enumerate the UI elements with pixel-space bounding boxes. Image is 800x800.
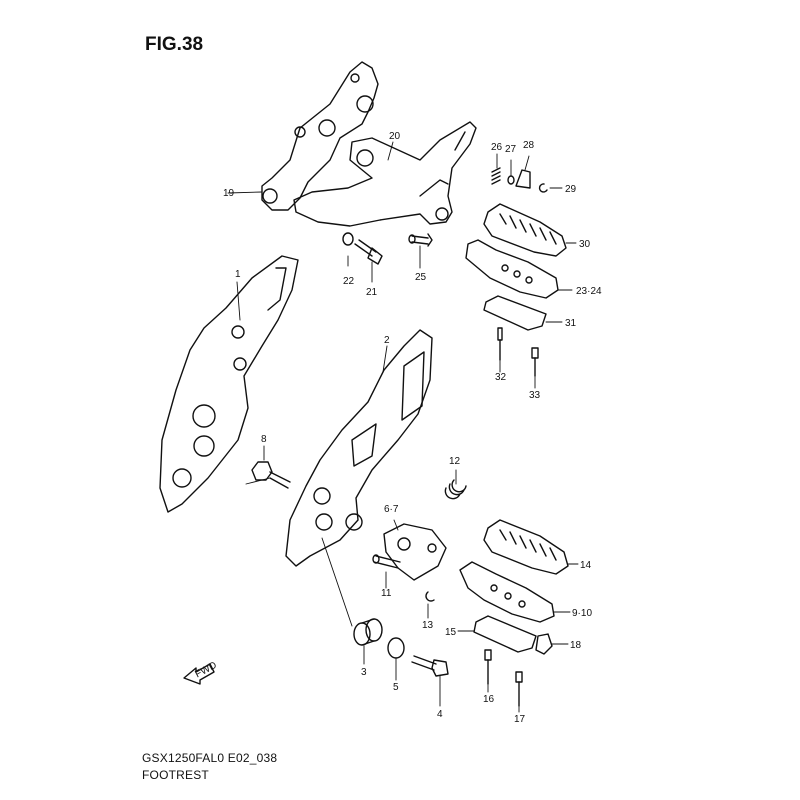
callout-19: 19 — [223, 188, 235, 199]
part-13-clip — [425, 591, 435, 602]
part-4-bolt — [411, 655, 449, 677]
part-25-pin — [408, 233, 433, 247]
caption-name: FOOTREST — [142, 768, 209, 782]
part-17-bolt — [515, 671, 523, 707]
part-22-washer — [342, 232, 354, 246]
callout-labels: 1 2 3 4 5 6·7 8 9·10 11 12 13 14 15 16 1… — [223, 131, 602, 725]
part-14-footpeg-rubber — [483, 519, 569, 575]
callout-14: 14 — [580, 560, 592, 571]
callout-2: 2 — [384, 335, 390, 346]
callout-17: 17 — [514, 714, 526, 725]
callout-11: 11 — [381, 588, 392, 599]
callout-28: 28 — [523, 140, 535, 151]
callout-26: 26 — [491, 142, 503, 153]
part-6-7-bracket — [383, 523, 447, 581]
callout-30: 30 — [579, 239, 591, 250]
part-30-footpeg-rubber — [483, 203, 567, 257]
part-23-24-footpeg — [465, 239, 559, 299]
callout-32: 32 — [495, 372, 507, 383]
part-20-bracket — [293, 121, 477, 227]
part-31-plate — [483, 295, 547, 331]
callout-4: 4 — [437, 709, 443, 720]
part-26-spring — [491, 167, 501, 185]
callout-20: 20 — [389, 131, 401, 142]
callout-1: 1 — [235, 269, 241, 280]
callout-9-10: 9·10 — [572, 608, 592, 619]
part-29-clip — [538, 183, 548, 193]
part-1-footrest-plate — [159, 255, 299, 513]
callout-21: 21 — [366, 287, 378, 298]
part-11-pin — [372, 554, 401, 569]
part-3-collar — [353, 618, 383, 646]
callout-18: 18 — [570, 640, 582, 651]
callout-3: 3 — [361, 667, 367, 678]
caption-code: GSX1250FAL0 E02_038 — [142, 751, 278, 765]
callout-22: 22 — [343, 276, 355, 287]
part-33-bolt — [531, 347, 539, 377]
part-18-nut — [535, 633, 553, 655]
fwd-arrow-icon — [183, 663, 215, 685]
part-2-footrest-plate — [285, 329, 433, 567]
part-12-spring — [444, 479, 467, 500]
part-21-bolt — [354, 239, 383, 265]
part-28-plate — [515, 169, 531, 189]
callout-8: 8 — [261, 434, 267, 445]
part-19-bracket — [261, 61, 379, 211]
callout-27: 27 — [505, 144, 517, 155]
callout-31: 31 — [565, 318, 577, 329]
leader-lines — [227, 141, 579, 713]
figure-title: FIG.38 — [145, 34, 204, 55]
callout-13: 13 — [422, 620, 434, 631]
part-32-bolt — [497, 327, 503, 361]
part-15-plate — [473, 615, 537, 653]
callout-16: 16 — [483, 694, 495, 705]
callout-25: 25 — [415, 272, 427, 283]
part-5-washer — [387, 637, 405, 659]
part-16-bolt — [484, 649, 492, 685]
part-8-bolt — [251, 461, 291, 489]
part-27-washer — [507, 175, 515, 185]
callout-23-24: 23·24 — [576, 286, 602, 297]
callout-29: 29 — [565, 184, 577, 195]
callout-12: 12 — [449, 456, 461, 467]
callout-6-7: 6·7 — [384, 504, 399, 515]
callout-15: 15 — [445, 627, 457, 638]
callout-33: 33 — [529, 390, 541, 401]
callout-5: 5 — [393, 682, 399, 693]
part-9-10-footpeg — [459, 561, 555, 623]
